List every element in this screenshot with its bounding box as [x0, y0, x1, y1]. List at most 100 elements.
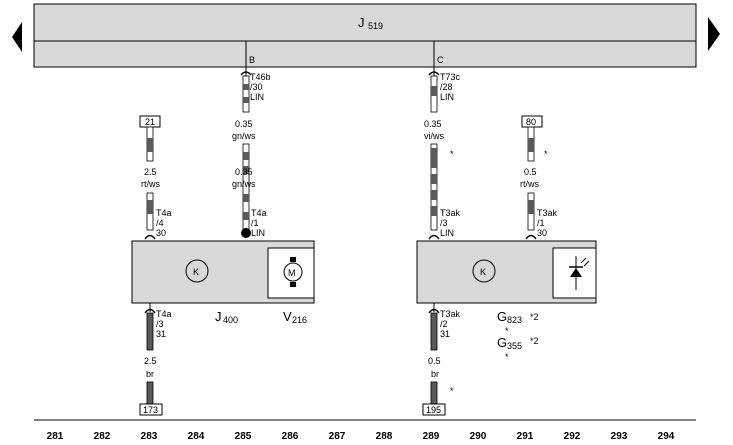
asterisk-g823: *	[505, 326, 509, 336]
wire-289-color: vi/ws	[424, 131, 444, 141]
controller-j400-symbol-letter: K	[193, 267, 199, 277]
ref-21-label: 21	[145, 117, 155, 127]
grid-number: 290	[470, 431, 487, 442]
ref-box-195	[422, 403, 446, 416]
grid-number: 294	[658, 431, 675, 442]
component-g823-note: *2	[530, 312, 539, 322]
grid-number: 287	[329, 431, 346, 442]
component-g355-label-main: G	[497, 335, 507, 350]
connector-t3ak-3-icon	[428, 234, 440, 240]
component-g823-label-main: G	[497, 309, 507, 324]
grid-number: 286	[282, 431, 299, 442]
wire-289-ground-size: 0.5	[428, 356, 441, 366]
ref-195-label: 195	[426, 405, 441, 415]
wire-291-color: rt/ws	[520, 179, 539, 189]
connector-t46b-line2: /30	[250, 82, 263, 92]
wire-285-lower-color: gn/ws	[232, 179, 256, 189]
connector-t4a-3-line2: /3	[156, 319, 164, 329]
controller-g823-symbol-letter: K	[480, 267, 486, 277]
component-g355-note: *2	[530, 336, 539, 346]
grid-number: 285	[235, 431, 252, 442]
component-g355-label-sub: 355	[507, 341, 522, 351]
wire-289-ground-lower	[430, 381, 438, 405]
wire-285-upper	[242, 75, 250, 113]
connector-t73c-line1: T73c	[440, 72, 461, 82]
connector-t3ak-3-line2: /3	[440, 218, 448, 228]
connector-t4a-4-line1: T4a	[156, 208, 172, 218]
grid-number: 283	[141, 431, 158, 442]
connector-t46b-line3: LIN	[250, 92, 264, 102]
controller-g823-symbol	[472, 259, 496, 283]
connector-t4a-4-icon	[144, 234, 156, 240]
connector-t4a-1-line1: T4a	[251, 208, 267, 218]
wire-289-ground-color: br	[431, 369, 439, 379]
connector-t4a-1-icon	[241, 228, 251, 238]
component-v216-label-sub: 216	[292, 315, 307, 325]
ref-80-label: 80	[526, 117, 536, 127]
control-unit-j519-label-sub: 519	[368, 21, 383, 31]
wire-291-size: 0.5	[524, 167, 537, 177]
component-j400-label-main: J	[215, 309, 222, 324]
component-j400-label-sub: 400	[223, 315, 238, 325]
connector-t46b-line1: T46b	[250, 72, 271, 82]
connector-t4a-1-line3: LIN	[251, 228, 265, 238]
control-unit-j519-panel	[33, 3, 697, 68]
ref-box-173	[139, 403, 163, 416]
wire-285-lower-size: 0.35	[235, 167, 253, 177]
grid-number: 292	[564, 431, 581, 442]
motor-v216-box	[267, 247, 315, 299]
asterisk-ground: *	[450, 386, 454, 396]
connector-t3ak-2-line1: T3ak	[440, 309, 461, 319]
asterisk-291: *	[544, 149, 548, 159]
connector-t3ak-1-icon	[525, 234, 537, 240]
ref-173-label: 173	[143, 405, 158, 415]
pin-b-label: B	[249, 55, 255, 65]
control-unit-j519-label-main: J	[358, 15, 365, 30]
photodiode-icon	[569, 256, 590, 290]
previous-page-arrow-icon[interactable]	[12, 22, 22, 52]
motor-v216-icon	[283, 262, 303, 282]
connector-t73c-line2: /28	[440, 82, 453, 92]
connector-t73c-line3: LIN	[440, 92, 454, 102]
wire-283-color: rt/ws	[141, 179, 160, 189]
asterisk-289: *	[450, 149, 454, 159]
wire-285-upper-size: 0.35	[235, 119, 253, 129]
grid-number: 284	[188, 431, 205, 442]
component-g823-label-sub: 823	[507, 315, 522, 325]
wire-285-upper-color: gn/ws	[232, 131, 256, 141]
wire-289-ground	[430, 312, 438, 351]
next-page-arrow-icon[interactable]	[708, 17, 720, 51]
grid-numbers: 281 282 283 284 285 286 287 288 289 290 291 292 293 2…	[47, 431, 675, 442]
connector-t3ak-1-line3: 30	[537, 228, 547, 238]
grid-number: 282	[94, 431, 111, 442]
wire-283-ground-size: 2.5	[144, 356, 157, 366]
connector-t3ak-1-line2: /1	[537, 218, 545, 228]
connector-t3ak-2-line3: 31	[440, 329, 450, 339]
connector-t3ak-3-line1: T3ak	[440, 208, 461, 218]
wire-289-lower	[430, 143, 438, 231]
grid-number: 281	[47, 431, 64, 442]
pin-c-label: C	[437, 55, 444, 65]
asterisk-g355: *	[505, 352, 509, 362]
connector-t3ak-3-line3: LIN	[440, 228, 454, 238]
connector-t4a-3-line3: 31	[156, 329, 166, 339]
connector-t3ak-2-line2: /2	[440, 319, 448, 329]
grid-number: 293	[611, 431, 628, 442]
grid-number: 288	[376, 431, 393, 442]
connector-t4a-3-line1: T4a	[156, 309, 172, 319]
connector-t3ak-1-line1: T3ak	[537, 208, 558, 218]
wire-283-ground-lower	[146, 381, 154, 405]
motor-v216-symbol-letter: M	[288, 268, 296, 278]
grid-number: 291	[517, 431, 534, 442]
connector-t4a-4-line2: /4	[156, 218, 164, 228]
component-v216-label-main: V	[283, 309, 292, 324]
controller-j400-symbol	[185, 259, 209, 283]
connector-t4a-1-line2: /1	[251, 218, 259, 228]
wire-289-size: 0.35	[424, 119, 442, 129]
connector-t4a-4-line3: 30	[156, 228, 166, 238]
wire-283-size: 2.5	[144, 167, 157, 177]
wire-283-ground-color: br	[146, 369, 154, 379]
wire-283-ground	[146, 312, 154, 351]
grid-number: 289	[423, 431, 440, 442]
